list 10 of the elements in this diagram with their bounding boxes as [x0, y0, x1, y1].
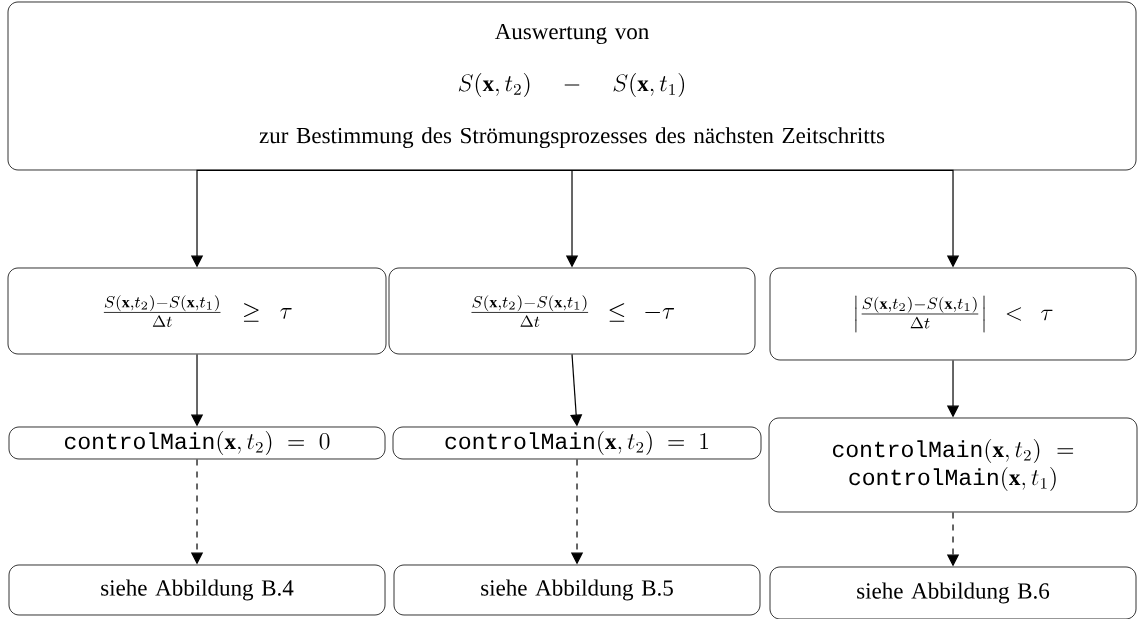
assignment-box: $\texttt{controlMain}(\mathbf{x},t_2) = 0$	[8, 426, 386, 460]
reference-box: siehe Abbildung B.5	[393, 564, 761, 616]
assignment-box: $\texttt{controlMain}(\mathbf{x},t_2) = \texttt{controlMain}(\mathbf{x},t_1)$	[768, 417, 1138, 513]
assignment-box: $\texttt{controlMain}(\mathbf{x},t_2) = 1$	[392, 426, 762, 460]
condition-box: $\left|\frac{S(\mathbf{x},t_2)-S(\mathbf{x},t_1)}{\Delta t}\right| < \tau$	[769, 267, 1137, 361]
reference-box: siehe Abbildung B.6	[769, 566, 1137, 619]
evaluation-box: Auswertung von $S(\mathbf{x},t_2)-S(\mathbf{x},t_1)$ zur Bestimmung des Strömungsprozesses des nächsten Zeitschritts	[7, 1, 1137, 171]
condition-box: $\frac{S(\mathbf{x},t_2)-S(\mathbf{x},t_1)}{\Delta t} \geq \tau$	[7, 267, 387, 355]
condition-box: $\frac{S(\mathbf{x},t_2)-S(\mathbf{x},t_1)}{\Delta t} \leq -\tau$	[388, 267, 756, 355]
reference-box: siehe Abbildung B.4	[8, 564, 386, 616]
